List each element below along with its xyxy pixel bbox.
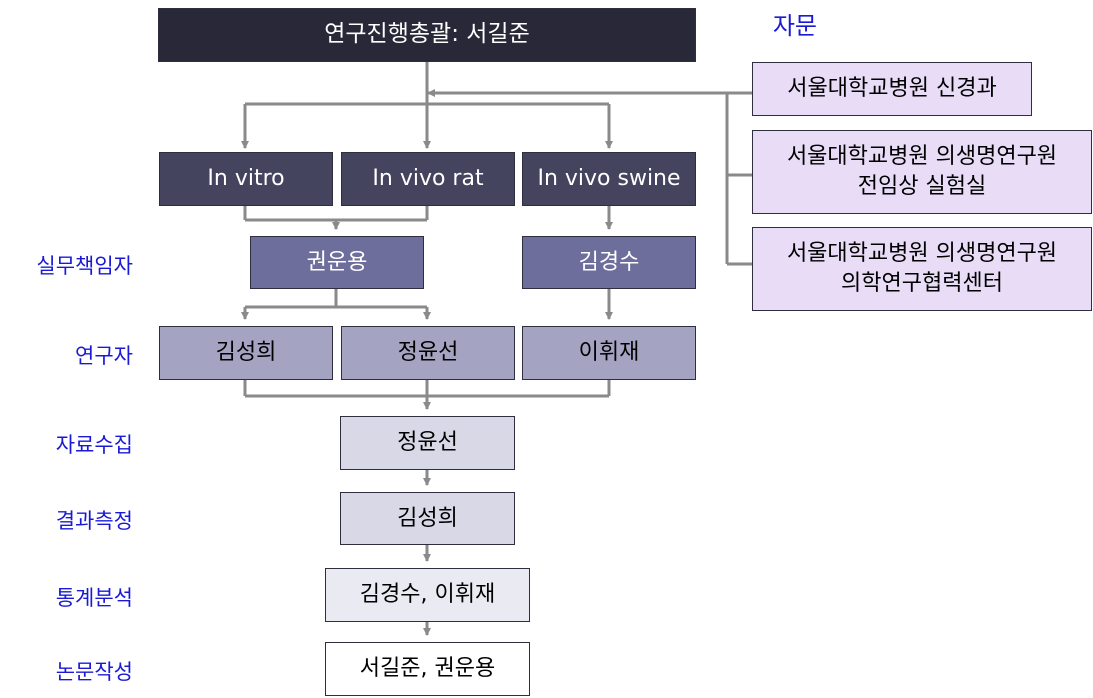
study-in-vitro-box: In vitro: [159, 152, 333, 206]
researcher-box-2: 정윤선: [341, 326, 515, 380]
statistics-box: 김경수, 이휘재: [325, 568, 530, 622]
paper-box: 서길준, 권운용: [325, 642, 530, 696]
researcher-box-1: 김성희: [159, 326, 333, 380]
role-label-lead: 실무책임자: [36, 254, 133, 278]
role-label-measurement: 결과측정: [55, 509, 133, 533]
role-label-data-collection: 자료수집: [55, 433, 133, 457]
role-label-paper: 논문작성: [55, 660, 133, 684]
role-label-researcher: 연구자: [75, 344, 133, 368]
advisory-research-center-box: 서울대학교병원 의생명연구원 의학연구협력센터: [752, 227, 1092, 311]
role-label-statistics: 통계분석: [55, 586, 133, 610]
advisory-title: 자문: [772, 12, 817, 40]
measurement-box: 김성희: [340, 492, 515, 545]
data-collection-box: 정윤선: [340, 416, 515, 470]
lead-box-kwon: 권운용: [250, 236, 424, 289]
director-box: 연구진행총괄: 서길준: [158, 8, 696, 62]
advisory-preclinical-lab-box: 서울대학교병원 의생명연구원 전임상 실험실: [752, 130, 1092, 214]
researcher-box-3: 이휘재: [522, 326, 696, 380]
advisory-neurology-box: 서울대학교병원 신경과: [752, 62, 1032, 116]
lead-box-kim: 김경수: [522, 236, 696, 289]
study-in-vivo-rat-box: In vivo rat: [341, 152, 515, 206]
study-in-vivo-swine-box: In vivo swine: [522, 152, 696, 206]
